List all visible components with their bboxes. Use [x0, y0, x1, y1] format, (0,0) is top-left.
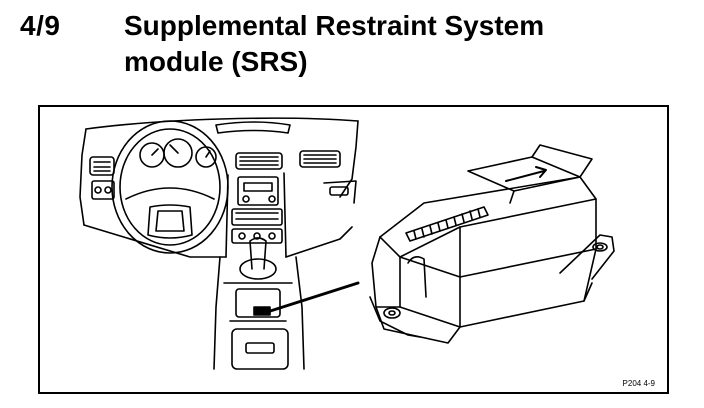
srs-illustration — [79, 117, 615, 370]
dashboard-drawing — [79, 117, 359, 370]
figure-code: P204 4-9 — [622, 379, 655, 388]
illustration-frame: P204 4-9 — [38, 105, 669, 394]
srs-module-drawing — [369, 144, 615, 344]
page-title-line-2: module (SRS) — [124, 46, 308, 77]
page-title: Supplemental Restraint System module (SR… — [124, 8, 684, 80]
location-pointer-line — [262, 281, 360, 315]
page-title-line-1: Supplemental Restraint System — [124, 10, 545, 41]
section-number: 4/9 — [20, 10, 61, 41]
